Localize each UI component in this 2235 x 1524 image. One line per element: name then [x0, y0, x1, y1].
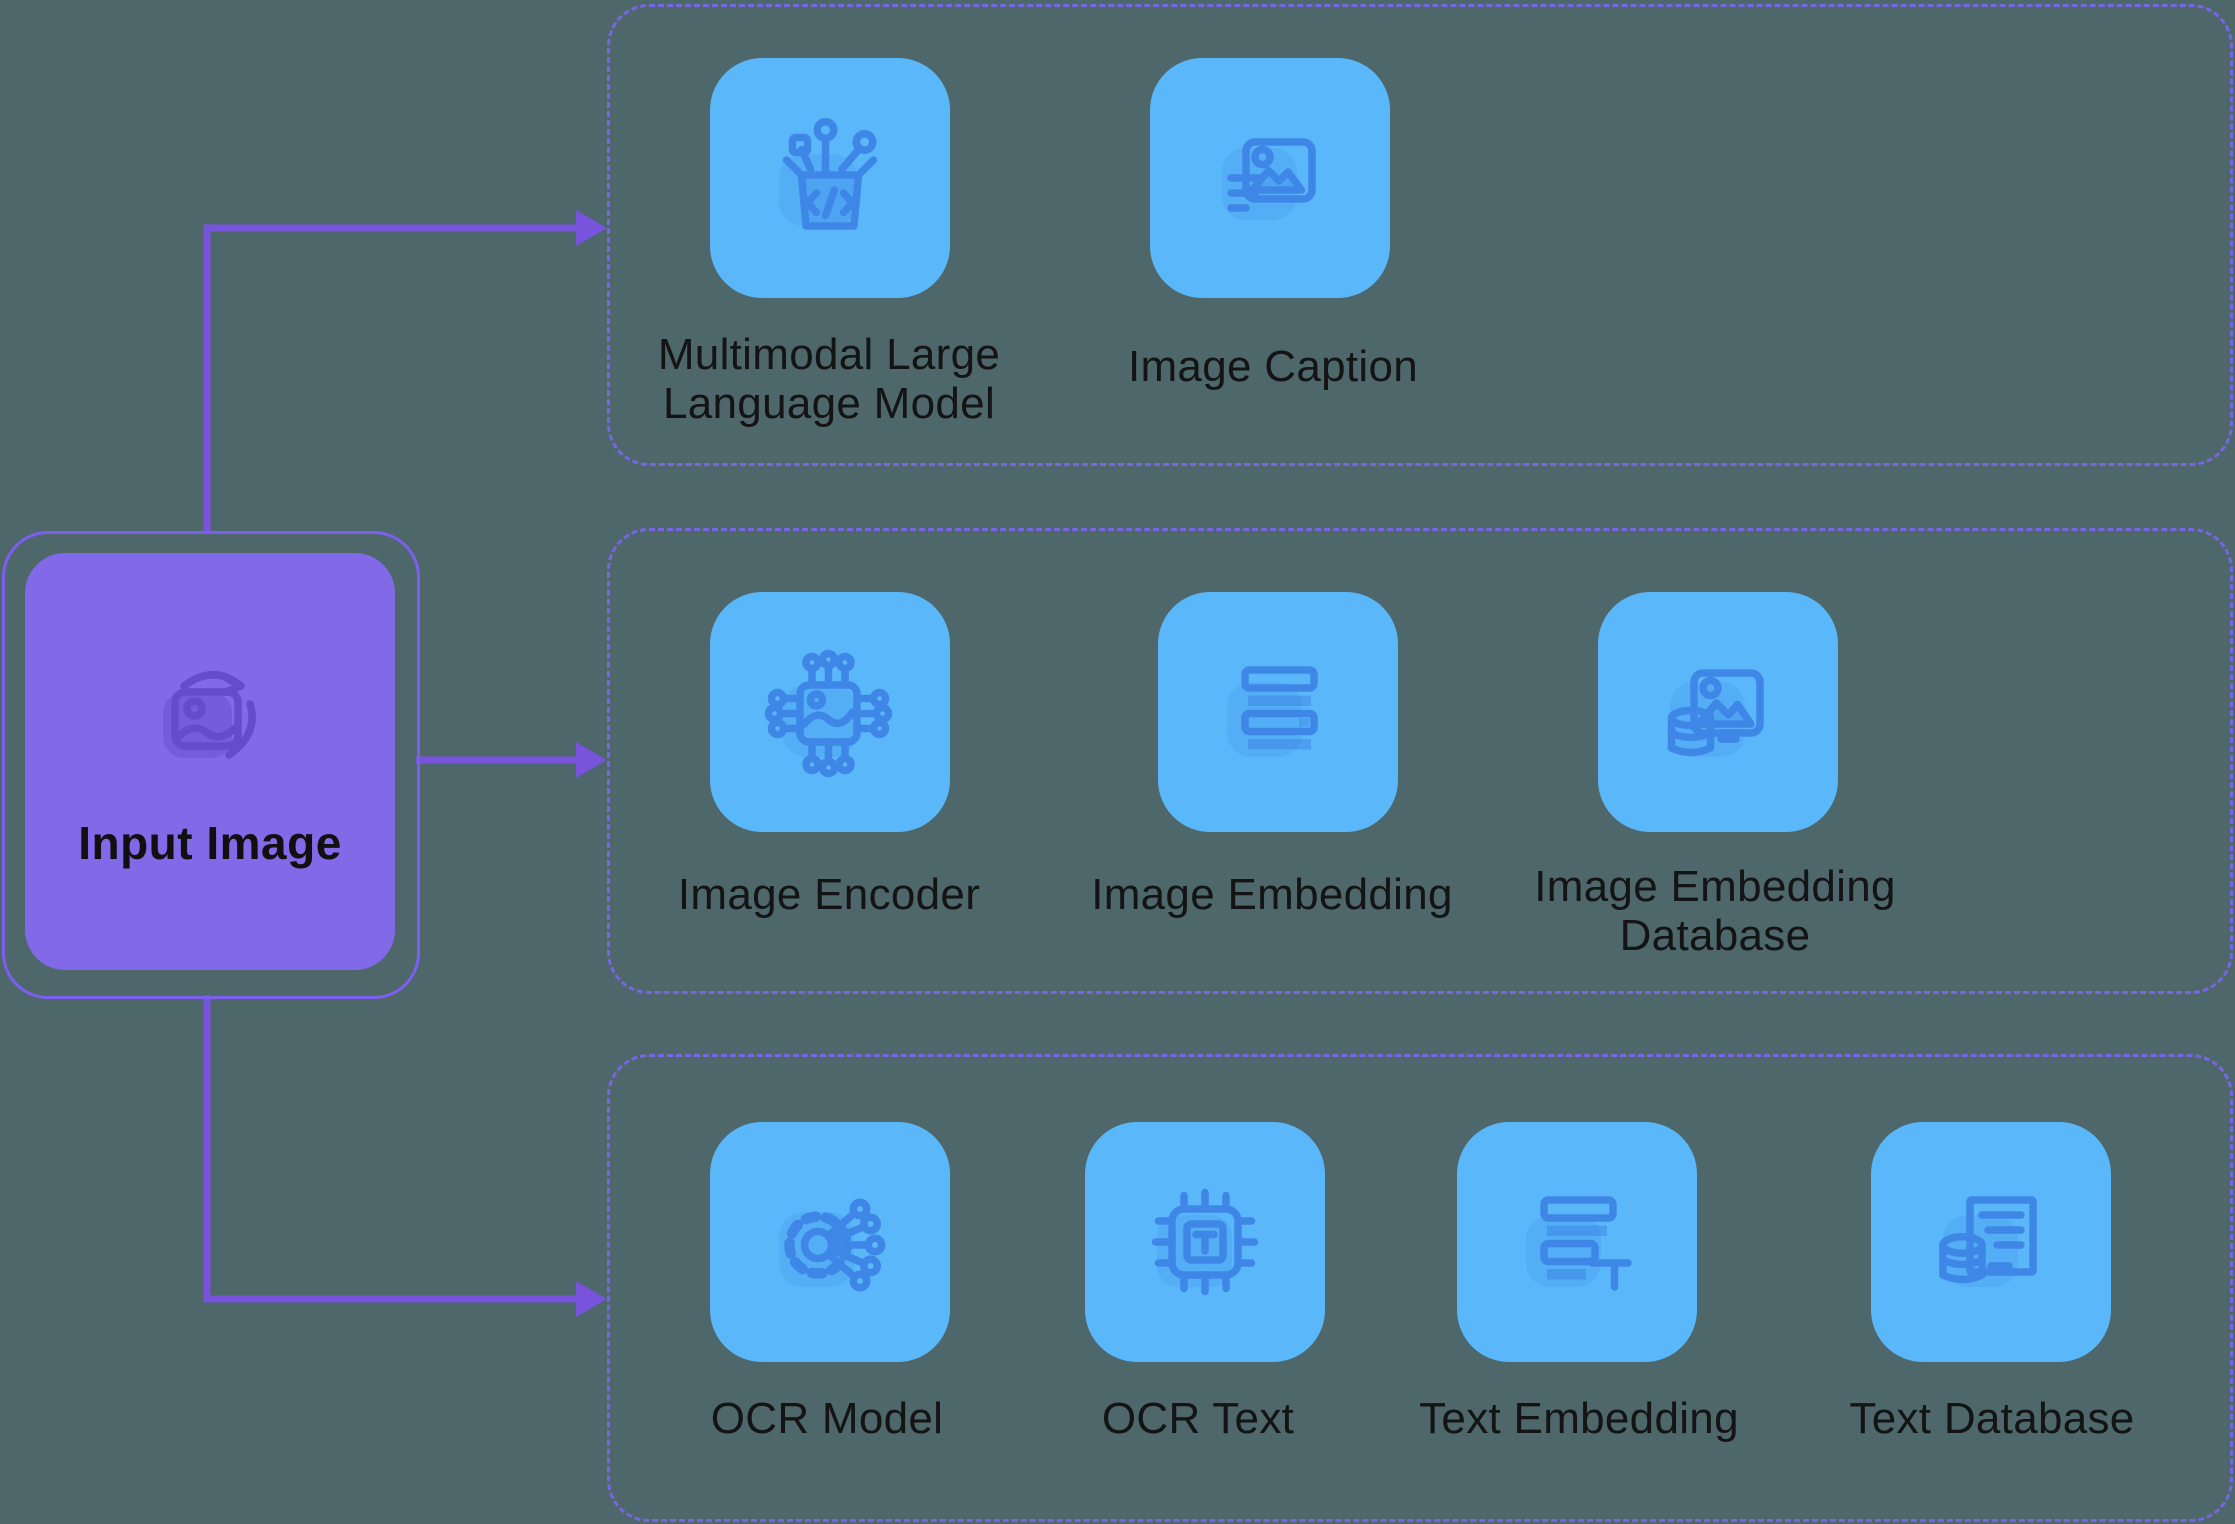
item-label-ocr-model: OCR Model	[710, 1394, 944, 1443]
arrowhead-middle	[576, 742, 607, 778]
arrowhead-top	[576, 210, 607, 246]
item-label-text-database: Text Database	[1849, 1394, 2135, 1443]
tile-multimodal-llm	[710, 58, 950, 298]
tile-image-encoder	[710, 592, 950, 832]
tile-ocr-model	[710, 1122, 950, 1362]
text-database-icon	[1939, 1196, 2037, 1287]
group-ocr-box	[607, 1054, 2233, 1522]
item-label-image-embedding-database: Image Embedding Database	[1534, 862, 1896, 960]
group-image-embedding-box	[607, 528, 2233, 994]
arrowhead-bottom	[576, 1281, 607, 1317]
image-encoder-chip-icon	[764, 649, 893, 778]
tile-image-embedding-database	[1598, 592, 1838, 832]
group-captioning-box	[607, 4, 2233, 466]
tile-text-embedding	[1457, 1122, 1697, 1362]
item-label-image-caption: Image Caption	[1127, 342, 1419, 391]
input-image-card: Input Image	[25, 553, 395, 970]
tile-image-caption	[1150, 58, 1390, 298]
ocr-model-gear-icon	[779, 1198, 886, 1292]
image-caption-icon	[1222, 138, 1316, 220]
input-image-label: Input Image	[78, 817, 342, 869]
item-label-image-embedding: Image Embedding	[1091, 870, 1453, 919]
input-image-outer-border	[2, 531, 420, 999]
image-embedding-stack-icon	[1227, 666, 1318, 757]
item-label-image-encoder: Image Encoder	[677, 870, 981, 919]
rotate-image-icon	[163, 671, 256, 759]
mllm-box-icon	[779, 118, 878, 230]
item-label-multimodal-llm: Multimodal Large Language Model	[657, 330, 1001, 428]
tile-ocr-text	[1085, 1122, 1325, 1362]
tile-text-database	[1871, 1122, 2111, 1362]
item-label-ocr-text: OCR Text	[1101, 1394, 1295, 1443]
image-embedding-database-icon	[1667, 669, 1764, 757]
tile-image-embedding	[1158, 592, 1398, 832]
ocr-text-chip-icon	[1151, 1188, 1259, 1296]
item-label-text-embedding: Text Embedding	[1419, 1394, 1739, 1443]
text-embedding-stack-icon	[1526, 1196, 1632, 1291]
